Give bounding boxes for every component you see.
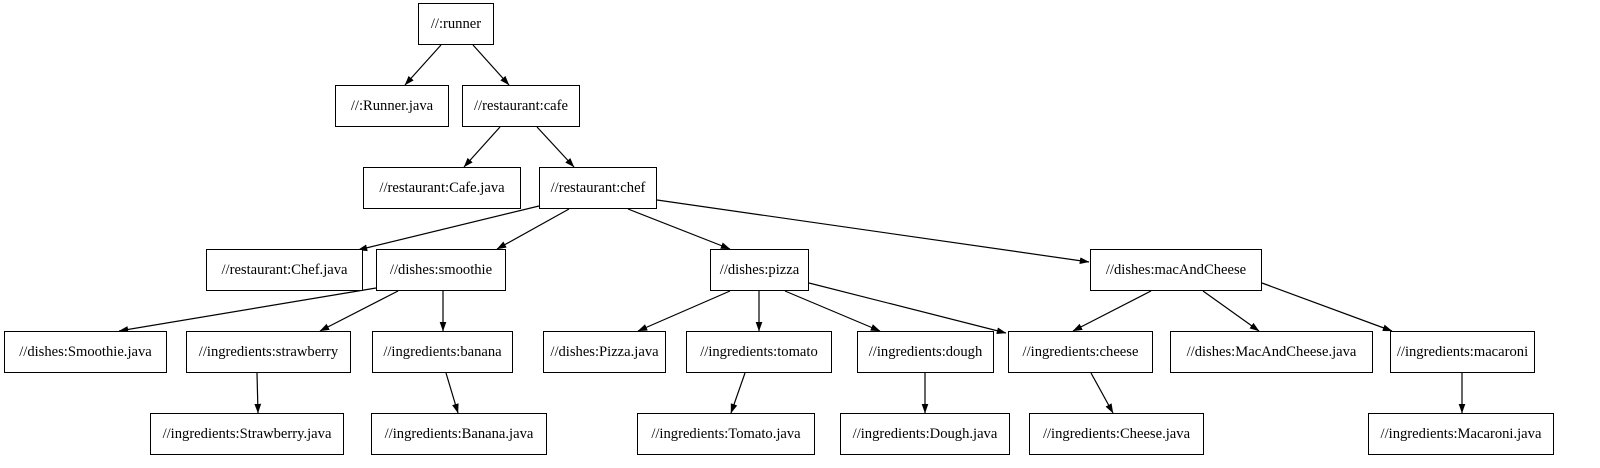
graph-edge — [730, 372, 746, 414]
graph-node-restaurant_cafe[interactable]: //restaurant:cafe — [462, 85, 580, 127]
graph-node-label: //:runner — [430, 15, 482, 32]
graph-node-label: //dishes:MacAndCheese.java — [1186, 343, 1357, 360]
graph-node-dishes_smoothie[interactable]: //dishes:smoothie — [376, 249, 506, 291]
graph-edge — [118, 287, 377, 333]
edge-group — [118, 44, 1466, 414]
graph-node-label: //ingredients:tomato — [700, 343, 818, 360]
graph-node-label: //restaurant:chef — [550, 179, 646, 196]
graph-node-label: //ingredients:Macaroni.java — [1380, 425, 1542, 442]
graph-node-ing_banana[interactable]: //ingredients:banana — [372, 331, 513, 373]
graph-node-banana_java[interactable]: //ingredients:Banana.java — [371, 413, 547, 455]
graph-edge — [1090, 372, 1114, 414]
graph-node-label: //restaurant:cafe — [474, 97, 568, 114]
graph-node-label: //dishes:macAndCheese — [1105, 261, 1247, 278]
graph-node-restaurant_chef[interactable]: //restaurant:chef — [539, 167, 657, 209]
graph-node-label: //dishes:Smoothie.java — [19, 343, 152, 360]
graph-node-ing_tomato[interactable]: //ingredients:tomato — [686, 331, 832, 373]
graph-node-label: //ingredients:dough — [868, 343, 983, 360]
graph-node-macaroni_java[interactable]: //ingredients:Macaroni.java — [1368, 413, 1554, 455]
graph-edge — [536, 126, 575, 168]
graph-edge — [1072, 290, 1152, 332]
graph-node-cafe_java[interactable]: //restaurant:Cafe.java — [363, 167, 521, 209]
graph-node-tomato_java[interactable]: //ingredients:Tomato.java — [637, 413, 815, 455]
graph-edge — [808, 282, 1007, 335]
graph-node-label: //ingredients:Tomato.java — [651, 425, 801, 442]
graph-node-label: //ingredients:Cheese.java — [1042, 425, 1191, 442]
graph-edge — [472, 44, 510, 86]
graph-node-label: //:Runner.java — [350, 97, 434, 114]
graph-node-dough_java[interactable]: //ingredients:Dough.java — [840, 413, 1010, 455]
graph-node-label: //ingredients:Strawberry.java — [162, 425, 332, 442]
graph-edge — [404, 44, 442, 86]
graph-node-chef_java[interactable]: //restaurant:Chef.java — [206, 249, 363, 291]
graph-node-runner_java[interactable]: //:Runner.java — [335, 85, 449, 127]
graph-node-mac_java[interactable]: //dishes:MacAndCheese.java — [1170, 331, 1373, 373]
graph-node-label: //dishes:Pizza.java — [550, 343, 659, 360]
graph-node-label: //ingredients:Dough.java — [852, 425, 998, 442]
graph-node-label: //dishes:smoothie — [389, 261, 493, 278]
graph-edge — [784, 290, 881, 332]
graph-node-strawberry_java[interactable]: //ingredients:Strawberry.java — [150, 413, 344, 455]
graph-node-smoothie_java[interactable]: //dishes:Smoothie.java — [4, 331, 167, 373]
graph-edge — [445, 372, 459, 414]
graph-edge — [656, 199, 1090, 265]
graph-edge — [357, 205, 540, 252]
graph-edge — [254, 372, 262, 414]
graph-node-label: //ingredients:macaroni — [1396, 343, 1529, 360]
graph-edge — [496, 208, 570, 250]
graph-node-ing_macaroni[interactable]: //ingredients:macaroni — [1390, 331, 1535, 373]
graph-edge — [627, 208, 731, 250]
graph-node-ing_dough[interactable]: //ingredients:dough — [857, 331, 994, 373]
graph-node-label: //dishes:pizza — [719, 261, 800, 278]
graph-node-ing_cheese[interactable]: //ingredients:cheese — [1008, 331, 1153, 373]
graph-node-pizza_java[interactable]: //dishes:Pizza.java — [543, 331, 666, 373]
graph-edge — [1202, 290, 1260, 332]
graph-node-label: //ingredients:strawberry — [198, 343, 339, 360]
graph-edge — [463, 126, 501, 168]
graph-node-cheese_java[interactable]: //ingredients:Cheese.java — [1029, 413, 1204, 455]
graph-node-label: //ingredients:banana — [383, 343, 502, 360]
graph-node-dishes_pizza[interactable]: //dishes:pizza — [710, 249, 809, 291]
graph-edge — [1261, 282, 1393, 332]
graph-node-ing_strawberry[interactable]: //ingredients:strawberry — [186, 331, 351, 373]
graph-node-dishes_mac[interactable]: //dishes:macAndCheese — [1090, 249, 1262, 291]
graph-node-label: //restaurant:Cafe.java — [379, 179, 505, 196]
graph-node-label: //restaurant:Chef.java — [221, 261, 348, 278]
graph-node-runner[interactable]: //:runner — [418, 3, 494, 45]
graph-edge — [319, 290, 399, 332]
graph-node-label: //ingredients:Banana.java — [384, 425, 534, 442]
graph-node-label: //ingredients:cheese — [1022, 343, 1139, 360]
graph-edge — [637, 290, 731, 332]
